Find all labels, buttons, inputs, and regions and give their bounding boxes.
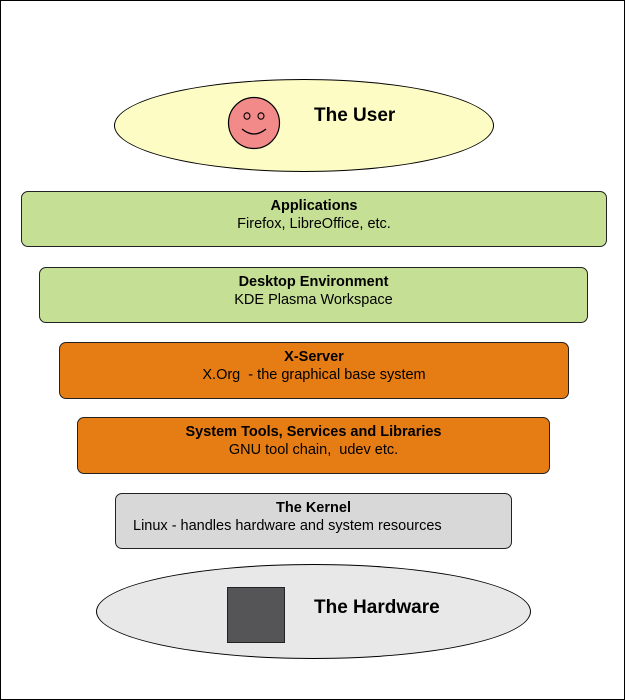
layer-title: System Tools, Services and Libraries xyxy=(185,424,442,440)
layer-applications: Applications Firefox, LibreOffice, etc. xyxy=(21,191,607,247)
hardware-chip-icon xyxy=(227,587,285,643)
layer-title: The Kernel xyxy=(276,500,351,516)
user-label: The User xyxy=(314,105,396,126)
layer-system-tools: System Tools, Services and Libraries GNU… xyxy=(77,417,550,474)
layer-x-server: X-Server X.Org - the graphical base syst… xyxy=(59,342,569,399)
layer-title: Desktop Environment xyxy=(238,274,389,290)
layer-title: Applications xyxy=(270,198,358,214)
layer-subtitle: X.Org - the graphical base system xyxy=(202,367,426,383)
layer-desktop-environment: Desktop Environment KDE Plasma Workspace xyxy=(39,267,588,323)
layer-kernel: The Kernel Linux - handles hardware and … xyxy=(115,493,512,549)
hardware-ellipse xyxy=(96,564,531,659)
user-ellipse xyxy=(114,79,494,172)
layer-subtitle: GNU tool chain, udev etc. xyxy=(228,442,399,458)
layer-subtitle: KDE Plasma Workspace xyxy=(234,292,393,308)
hardware-label: The Hardware xyxy=(314,597,440,618)
layer-title: X-Server xyxy=(284,349,344,365)
layer-subtitle: Linux - handles hardware and system reso… xyxy=(133,518,442,534)
layer-subtitle: Firefox, LibreOffice, etc. xyxy=(237,216,391,232)
smiley-face-icon xyxy=(227,96,281,150)
